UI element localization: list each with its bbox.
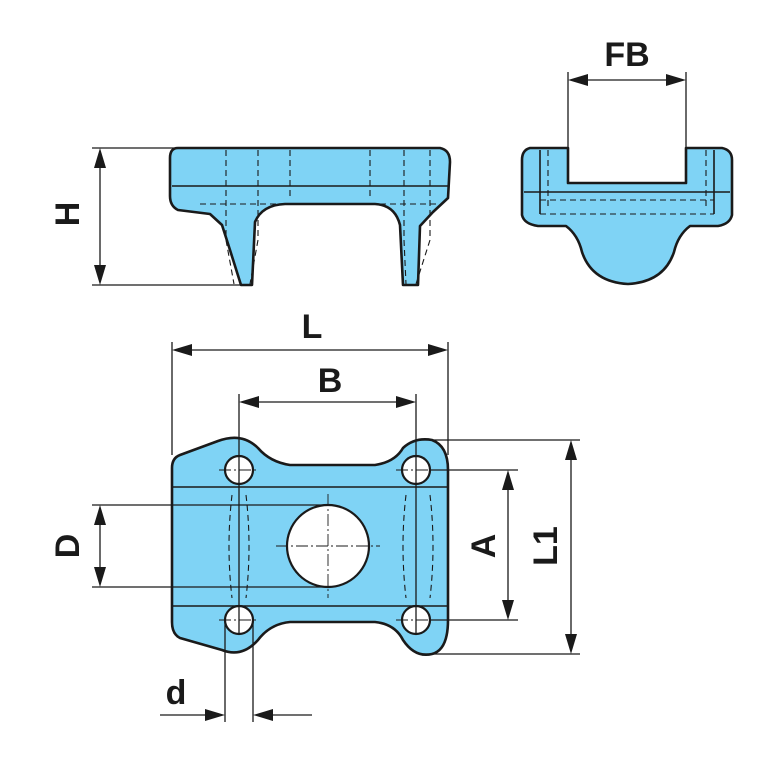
label-l1: L1 bbox=[527, 526, 565, 566]
front-view bbox=[168, 146, 452, 287]
label-h: H bbox=[49, 202, 87, 227]
side-view bbox=[520, 146, 734, 286]
dimension-b: B bbox=[238, 362, 417, 634]
dimension-d: D bbox=[49, 504, 328, 588]
dimension-fb: FB bbox=[567, 36, 687, 148]
dimension-l: L bbox=[171, 308, 449, 455]
label-a: A bbox=[465, 534, 503, 559]
label-l: L bbox=[302, 308, 323, 346]
label-d: D bbox=[49, 534, 87, 559]
label-fb: FB bbox=[604, 36, 649, 74]
label-d-small: d bbox=[166, 674, 187, 712]
dimension-a: A bbox=[430, 469, 518, 621]
dimension-l1: L1 bbox=[420, 439, 580, 655]
label-b: B bbox=[318, 362, 343, 400]
top-view bbox=[170, 436, 450, 656]
dimension-d-small: d bbox=[160, 620, 312, 722]
dimension-h: H bbox=[49, 147, 245, 286]
